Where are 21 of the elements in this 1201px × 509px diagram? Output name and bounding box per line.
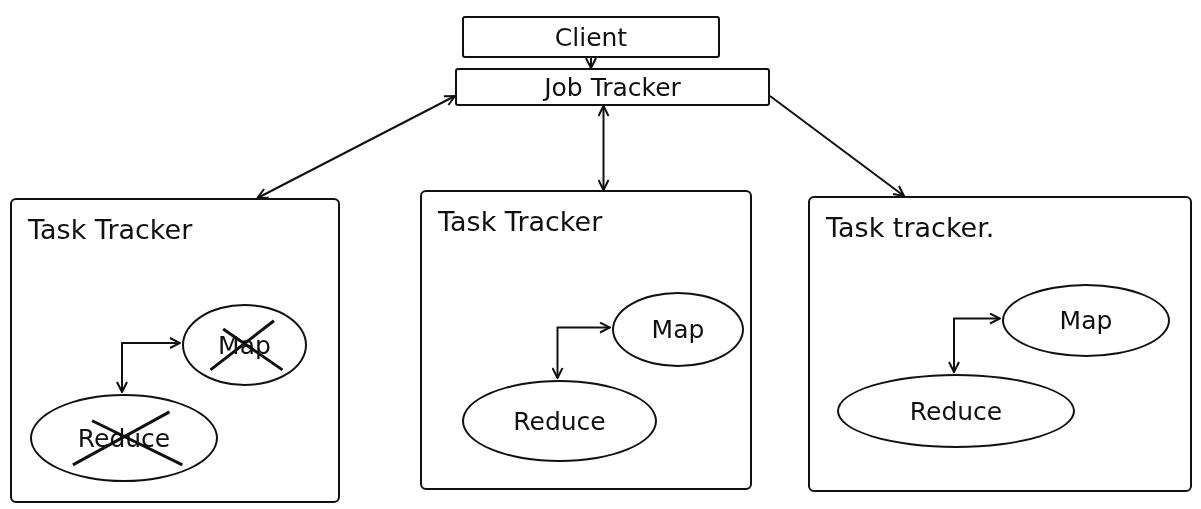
node-label: Task Tracker (438, 206, 603, 237)
tracker-panel (10, 198, 340, 503)
node-label: Reduce (909, 396, 1003, 426)
process-box (462, 16, 720, 58)
arrow (769, 95, 905, 197)
node-label: Task Tracker (28, 214, 193, 245)
node-label: Job Tracker (544, 72, 681, 102)
arrow (585, 57, 597, 69)
tracker-panel (420, 190, 752, 490)
tracker-panel (808, 196, 1192, 492)
node-label: Client (554, 22, 628, 52)
arrow (256, 95, 456, 199)
arrow (597, 105, 610, 191)
arrow (948, 312, 1001, 373)
arrow (116, 337, 181, 393)
arrow (551, 321, 611, 379)
node-label: Task tracker. (826, 212, 995, 243)
process-box (455, 68, 770, 106)
node-label: Reduce (513, 406, 606, 436)
node-label: Map (651, 315, 705, 344)
node-label: Map (1059, 306, 1113, 335)
